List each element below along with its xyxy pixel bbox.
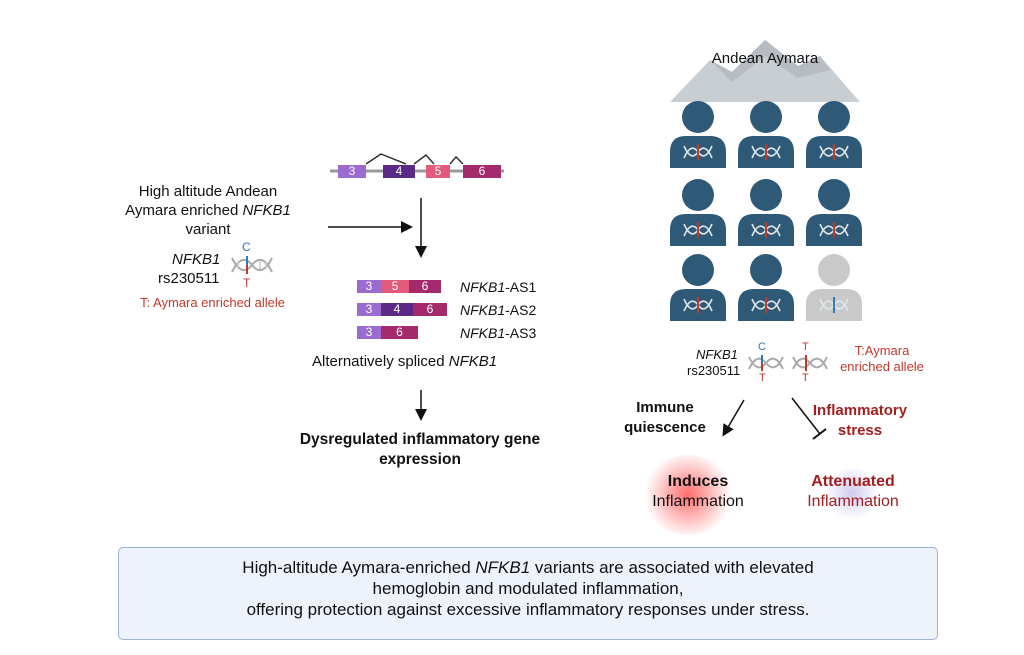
person-icon: [736, 253, 796, 321]
gene-exon-5: 5: [426, 165, 450, 178]
summary-line1-post: variants are associated with elevated: [530, 558, 814, 577]
as1-exon-6: 6: [409, 280, 441, 293]
right-enriched-note: T:Aymara enriched allele: [832, 343, 932, 375]
person-icon: [668, 178, 728, 246]
variant-title-line2: Aymara enriched NFKB1: [108, 201, 308, 220]
person-icon-reference: [804, 253, 864, 321]
summary-line1: High-altitude Aymara-enriched NFKB1 vari…: [119, 557, 937, 578]
person-icon: [736, 100, 796, 168]
right-allele-t: T: [759, 372, 766, 384]
induces-line2: Inflammation: [652, 493, 744, 510]
variant-title-line1: High altitude Andean: [138, 183, 278, 200]
isoform-as1-label: NFKB1-AS1: [460, 279, 536, 295]
right-snp-gene: NFKB1: [696, 347, 738, 362]
as2-gene: NFKB1: [460, 302, 506, 318]
gene-exon-6: 6: [463, 165, 501, 178]
as3-suffix: -AS3: [505, 325, 537, 341]
as3-gene: NFKB1: [460, 325, 506, 341]
person-icon: [668, 100, 728, 168]
splice-caption-gene: NFKB1: [448, 353, 498, 370]
right-allele-t-bottom: T: [802, 372, 809, 384]
quiescence-arrow: [722, 399, 745, 437]
as3-exon-3: 3: [357, 326, 381, 339]
isoform-as3-label: NFKB1-AS3: [460, 325, 536, 341]
attenuated-inflammation-label: Attenuated Inflammation: [783, 472, 923, 512]
summary-line2: hemoglobin and modulated inflammation,: [372, 579, 684, 598]
as2-exon-4: 4: [381, 303, 413, 316]
snp-gene-label: NFKB1: [172, 251, 221, 268]
as1-exon-3: 3: [357, 280, 381, 293]
immune-quiescence-label: Immune quiescence: [615, 398, 715, 438]
right-dna-icon-tt: [791, 350, 829, 376]
dna-icon: [230, 250, 274, 280]
as1-suffix: -AS1: [505, 279, 537, 295]
stress-inhibit-bar: [812, 428, 827, 440]
inflammatory-stress-label: Inflammatory stress: [800, 401, 920, 441]
right-enriched-line2: enriched allele: [840, 359, 924, 374]
snp-id-label: rs230511: [158, 270, 220, 287]
right-enriched-line1: T:Aymara: [854, 343, 910, 358]
as3-exon-6: 6: [381, 326, 418, 339]
person-icon: [736, 178, 796, 246]
variant-title-line3: variant: [185, 221, 231, 238]
inflammation-glow-weak: [822, 468, 882, 518]
inflammation-glow-strong: [643, 455, 733, 535]
as1-exon-5: 5: [381, 280, 409, 293]
person-icon: [804, 100, 864, 168]
as1-gene: NFKB1: [460, 279, 506, 295]
outcome-line2: expression: [379, 451, 461, 468]
splice-caption-text: Alternatively spliced: [312, 353, 449, 370]
branch-arrows: [722, 397, 827, 440]
population-label: Andean Aymara: [711, 50, 819, 67]
inflammatory-stress-line1: Inflammatory: [812, 402, 908, 419]
mountain-icon: [670, 40, 860, 102]
immune-quiescence-line1: Immune: [636, 399, 694, 416]
variant-title-text: Aymara enriched: [125, 202, 243, 219]
allele-t-label: T: [243, 276, 251, 290]
allele-c-label: C: [242, 240, 251, 254]
summary-line1-pre: High-altitude Aymara-enriched: [242, 558, 476, 577]
right-snp-id: rs230511: [687, 363, 741, 378]
isoform-as2-label: NFKB1-AS2: [460, 302, 536, 318]
stress-inhibit-line: [791, 397, 821, 435]
variant-title-gene: NFKB1: [242, 202, 291, 219]
as2-exon-3: 3: [357, 303, 381, 316]
as2-suffix: -AS2: [505, 302, 537, 318]
gene-exon-4: 4: [383, 165, 415, 178]
outcome-text: Dysregulated inflammatory gene expressio…: [270, 430, 570, 470]
summary-line1-gene: NFKB1: [475, 558, 531, 577]
attenuated-line1: Attenuated: [811, 473, 895, 490]
summary-box: High-altitude Aymara-enriched NFKB1 vari…: [118, 547, 938, 640]
person-icon: [668, 253, 728, 321]
induces-inflammation-label: Induces Inflammation: [628, 472, 768, 512]
person-icon: [804, 178, 864, 246]
arrows-left: [328, 198, 427, 421]
gene-exon-3: 3: [338, 165, 366, 178]
gene-structure: 3 4 5 6: [328, 150, 508, 180]
enriched-allele-note: T: Aymara enriched allele: [140, 295, 286, 310]
as2-exon-6: 6: [413, 303, 447, 316]
inflammatory-stress-line2: stress: [837, 422, 883, 439]
right-allele-c: C: [758, 341, 766, 353]
right-allele-t-top: T: [802, 341, 809, 353]
attenuated-line2: Inflammation: [807, 493, 899, 510]
splice-caption: Alternatively spliced NFKB1: [312, 352, 497, 371]
induces-line1: Induces: [667, 473, 729, 490]
outcome-line1: Dysregulated inflammatory gene: [299, 431, 541, 448]
summary-line3: offering protection against excessive in…: [246, 600, 810, 619]
right-dna-icon-ct: [747, 350, 785, 376]
immune-quiescence-line2: quiescence: [624, 419, 706, 436]
variant-title: High altitude Andean Aymara enriched NFK…: [108, 182, 308, 239]
